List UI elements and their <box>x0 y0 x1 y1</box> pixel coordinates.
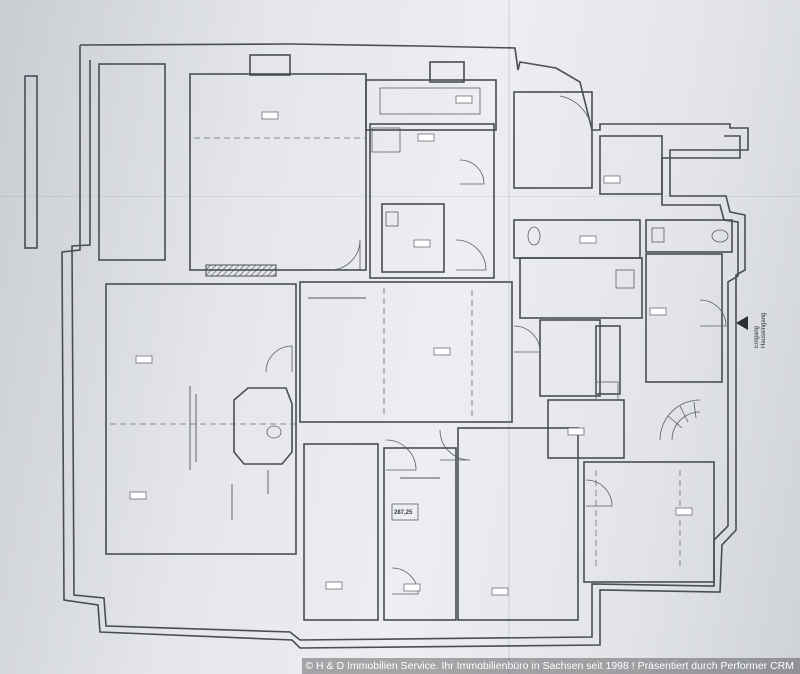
room-tags <box>129 95 693 596</box>
paper-fold-line <box>508 0 510 674</box>
outer-walls <box>24 43 749 649</box>
dimension-note: 287,25 <box>394 510 413 516</box>
entrance-label: Eingang Hauseingang <box>754 312 767 348</box>
doors <box>265 95 727 595</box>
interior-walls <box>105 73 733 621</box>
dimension-lines <box>189 297 440 520</box>
entrance-arrow-icon <box>736 316 748 330</box>
dashed-lines <box>110 137 681 570</box>
watermark-text: © H & D Immobilien Service. Ihr Immobili… <box>305 660 794 672</box>
spiral-staircase <box>659 399 701 441</box>
dimension-note-box <box>391 503 419 521</box>
watermark-bar: © H & D Immobilien Service. Ihr Immobili… <box>302 658 800 674</box>
sanitary-fixtures <box>266 211 729 439</box>
paper-fold-line <box>0 196 800 197</box>
